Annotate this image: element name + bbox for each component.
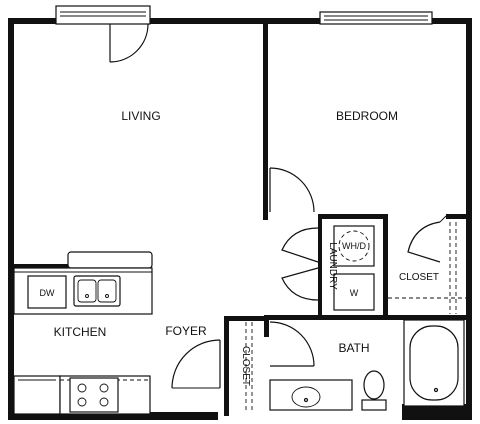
room-label-closet-bedroom: CLOSET bbox=[399, 272, 439, 283]
door-laundry bbox=[281, 227, 319, 301]
toilet bbox=[361, 370, 387, 411]
closet-foyer bbox=[245, 322, 253, 410]
window-bedroom bbox=[319, 11, 433, 25]
stove-range bbox=[69, 377, 119, 413]
fixture-label-washer: W bbox=[350, 288, 359, 298]
fixture-label-dishwasher: DW bbox=[40, 288, 55, 298]
bath-vanity bbox=[269, 379, 353, 411]
room-label-bath: BATH bbox=[338, 341, 369, 355]
washer-dryer-stack bbox=[333, 225, 375, 311]
closet-bedroom bbox=[388, 215, 466, 314]
room-label-bedroom: BEDROOM bbox=[336, 109, 398, 123]
dishwasher bbox=[27, 275, 67, 309]
room-label-closet-foyer: CLOSET bbox=[240, 346, 251, 386]
door-living-entry bbox=[109, 23, 149, 63]
fixture-label-washer-dryer: WH/D bbox=[342, 241, 366, 251]
interior-walls bbox=[10, 20, 470, 416]
kitchen-sink bbox=[73, 275, 121, 307]
refrigerator bbox=[13, 375, 61, 415]
window-living bbox=[55, 5, 151, 25]
door-foyer bbox=[171, 339, 221, 389]
room-label-foyer: FOYER bbox=[165, 324, 207, 338]
room-label-laundry: LAUNDRY bbox=[327, 242, 338, 290]
room-label-living: LIVING bbox=[121, 109, 160, 123]
exterior-walls bbox=[8, 18, 472, 420]
room-label-kitchen: KITCHEN bbox=[54, 325, 107, 339]
door-bath bbox=[269, 321, 315, 367]
door-bedroom bbox=[269, 167, 315, 213]
bathtub bbox=[403, 319, 465, 407]
